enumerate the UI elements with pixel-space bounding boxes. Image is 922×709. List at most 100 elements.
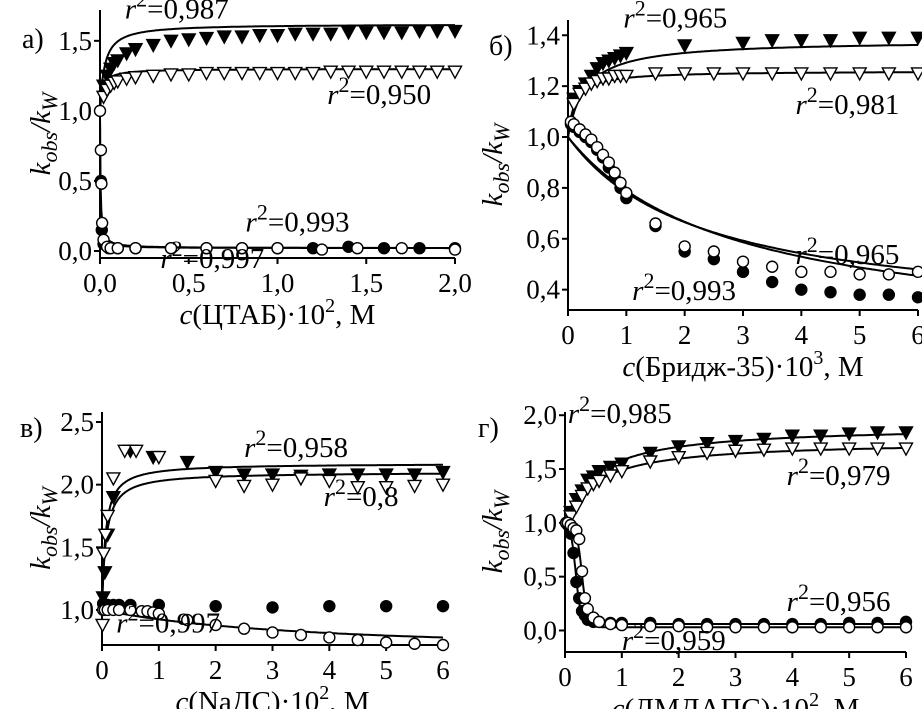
data-point xyxy=(795,283,808,296)
data-point xyxy=(216,66,232,82)
data-point xyxy=(727,444,744,459)
r2-annotation: r2=0,965 xyxy=(623,0,727,35)
data-point xyxy=(216,30,232,45)
fit-curve xyxy=(99,24,455,111)
data-point xyxy=(105,472,122,487)
data-point xyxy=(209,599,222,613)
data-point xyxy=(649,217,662,230)
data-point xyxy=(323,27,339,42)
data-point xyxy=(647,67,664,82)
data-point xyxy=(842,621,856,634)
y-tick-label: 1,0 xyxy=(60,595,94,625)
data-point xyxy=(869,442,886,457)
x-tick-label: 1 xyxy=(615,662,629,692)
data-point xyxy=(841,427,857,442)
data-point xyxy=(899,621,913,634)
data-point xyxy=(822,34,839,49)
data-point xyxy=(736,265,750,279)
data-point xyxy=(735,67,751,82)
data-point xyxy=(95,216,109,230)
r2-annotation: r2=0,985 xyxy=(568,391,672,430)
data-point xyxy=(700,621,714,634)
data-point xyxy=(100,509,116,524)
data-point xyxy=(898,442,914,457)
data-point xyxy=(614,457,630,472)
data-point xyxy=(706,67,722,82)
r2-annotation: r2=0,979 xyxy=(787,453,891,492)
data-point xyxy=(699,446,715,461)
data-point xyxy=(672,619,685,633)
y-tick-label: 1,0 xyxy=(526,122,560,152)
data-point xyxy=(448,243,462,256)
y-tick-label: 0,4 xyxy=(526,275,560,305)
data-point xyxy=(618,69,635,84)
data-point xyxy=(699,437,715,452)
data-point xyxy=(736,255,750,268)
data-point xyxy=(266,626,279,639)
y-tick-label: 1,2 xyxy=(526,71,560,101)
data-point xyxy=(164,241,178,255)
x-tick-label: 0,5 xyxy=(172,268,206,298)
x-tick-label: 5 xyxy=(842,662,856,692)
data-point xyxy=(578,591,592,605)
data-point xyxy=(567,546,580,560)
data-point xyxy=(323,599,336,613)
data-point xyxy=(305,27,321,42)
data-point xyxy=(911,291,922,304)
y-tick-label: 1,4 xyxy=(526,20,560,50)
data-point xyxy=(602,156,616,169)
data-point xyxy=(152,607,166,620)
y-tick-label: 1,0 xyxy=(523,508,557,538)
data-point xyxy=(824,265,837,279)
data-point xyxy=(406,479,423,494)
data-point xyxy=(573,532,586,546)
x-axis-label: c(ДМДАПС)·102, М xyxy=(612,689,860,709)
data-point xyxy=(94,618,111,633)
data-point xyxy=(618,46,635,62)
data-point xyxy=(841,442,857,457)
data-point xyxy=(735,36,751,51)
panel-label: б) xyxy=(489,31,513,62)
x-tick-label: 6 xyxy=(436,655,450,685)
x-tick-label: 6 xyxy=(911,320,922,350)
data-point xyxy=(181,33,197,48)
r2-annotation: r2=0,987 xyxy=(125,0,229,25)
x-axis-label: c(Бридж-35)·103, М xyxy=(622,347,863,383)
data-point xyxy=(853,268,866,281)
data-point xyxy=(881,67,897,82)
data-point xyxy=(411,24,428,39)
y-tick-label: 1,5 xyxy=(60,532,94,562)
data-point xyxy=(127,71,144,86)
data-point xyxy=(351,633,364,647)
data-point xyxy=(676,39,693,54)
data-point xyxy=(207,474,224,489)
data-point xyxy=(813,429,829,444)
y-tick-label: 2,0 xyxy=(523,400,557,430)
x-axis-label: c(ЦТАБ)·102, М xyxy=(180,295,376,331)
panel-label: в) xyxy=(20,413,43,444)
x-tick-label: 6 xyxy=(899,662,913,692)
x-tick-label: 3 xyxy=(736,320,750,350)
data-point xyxy=(822,67,839,82)
x-tick-label: 4 xyxy=(795,320,809,350)
data-point xyxy=(118,47,135,62)
r2-annotation: r2=0,958 xyxy=(244,425,348,464)
x-tick-label: 3 xyxy=(266,655,280,685)
data-point xyxy=(447,65,463,80)
y-tick-label: 1,5 xyxy=(58,26,92,56)
data-point xyxy=(824,285,837,299)
data-point xyxy=(264,478,281,493)
data-point xyxy=(615,618,629,632)
data-point xyxy=(181,68,197,83)
data-point xyxy=(757,621,771,634)
data-point xyxy=(568,500,585,515)
data-point xyxy=(784,442,801,457)
data-point xyxy=(323,631,336,644)
x-tick-label: 1,0 xyxy=(261,268,295,298)
data-point xyxy=(614,464,630,480)
data-point xyxy=(350,480,366,496)
data-point xyxy=(207,465,224,481)
y-tick-label: 1,0 xyxy=(58,96,92,126)
